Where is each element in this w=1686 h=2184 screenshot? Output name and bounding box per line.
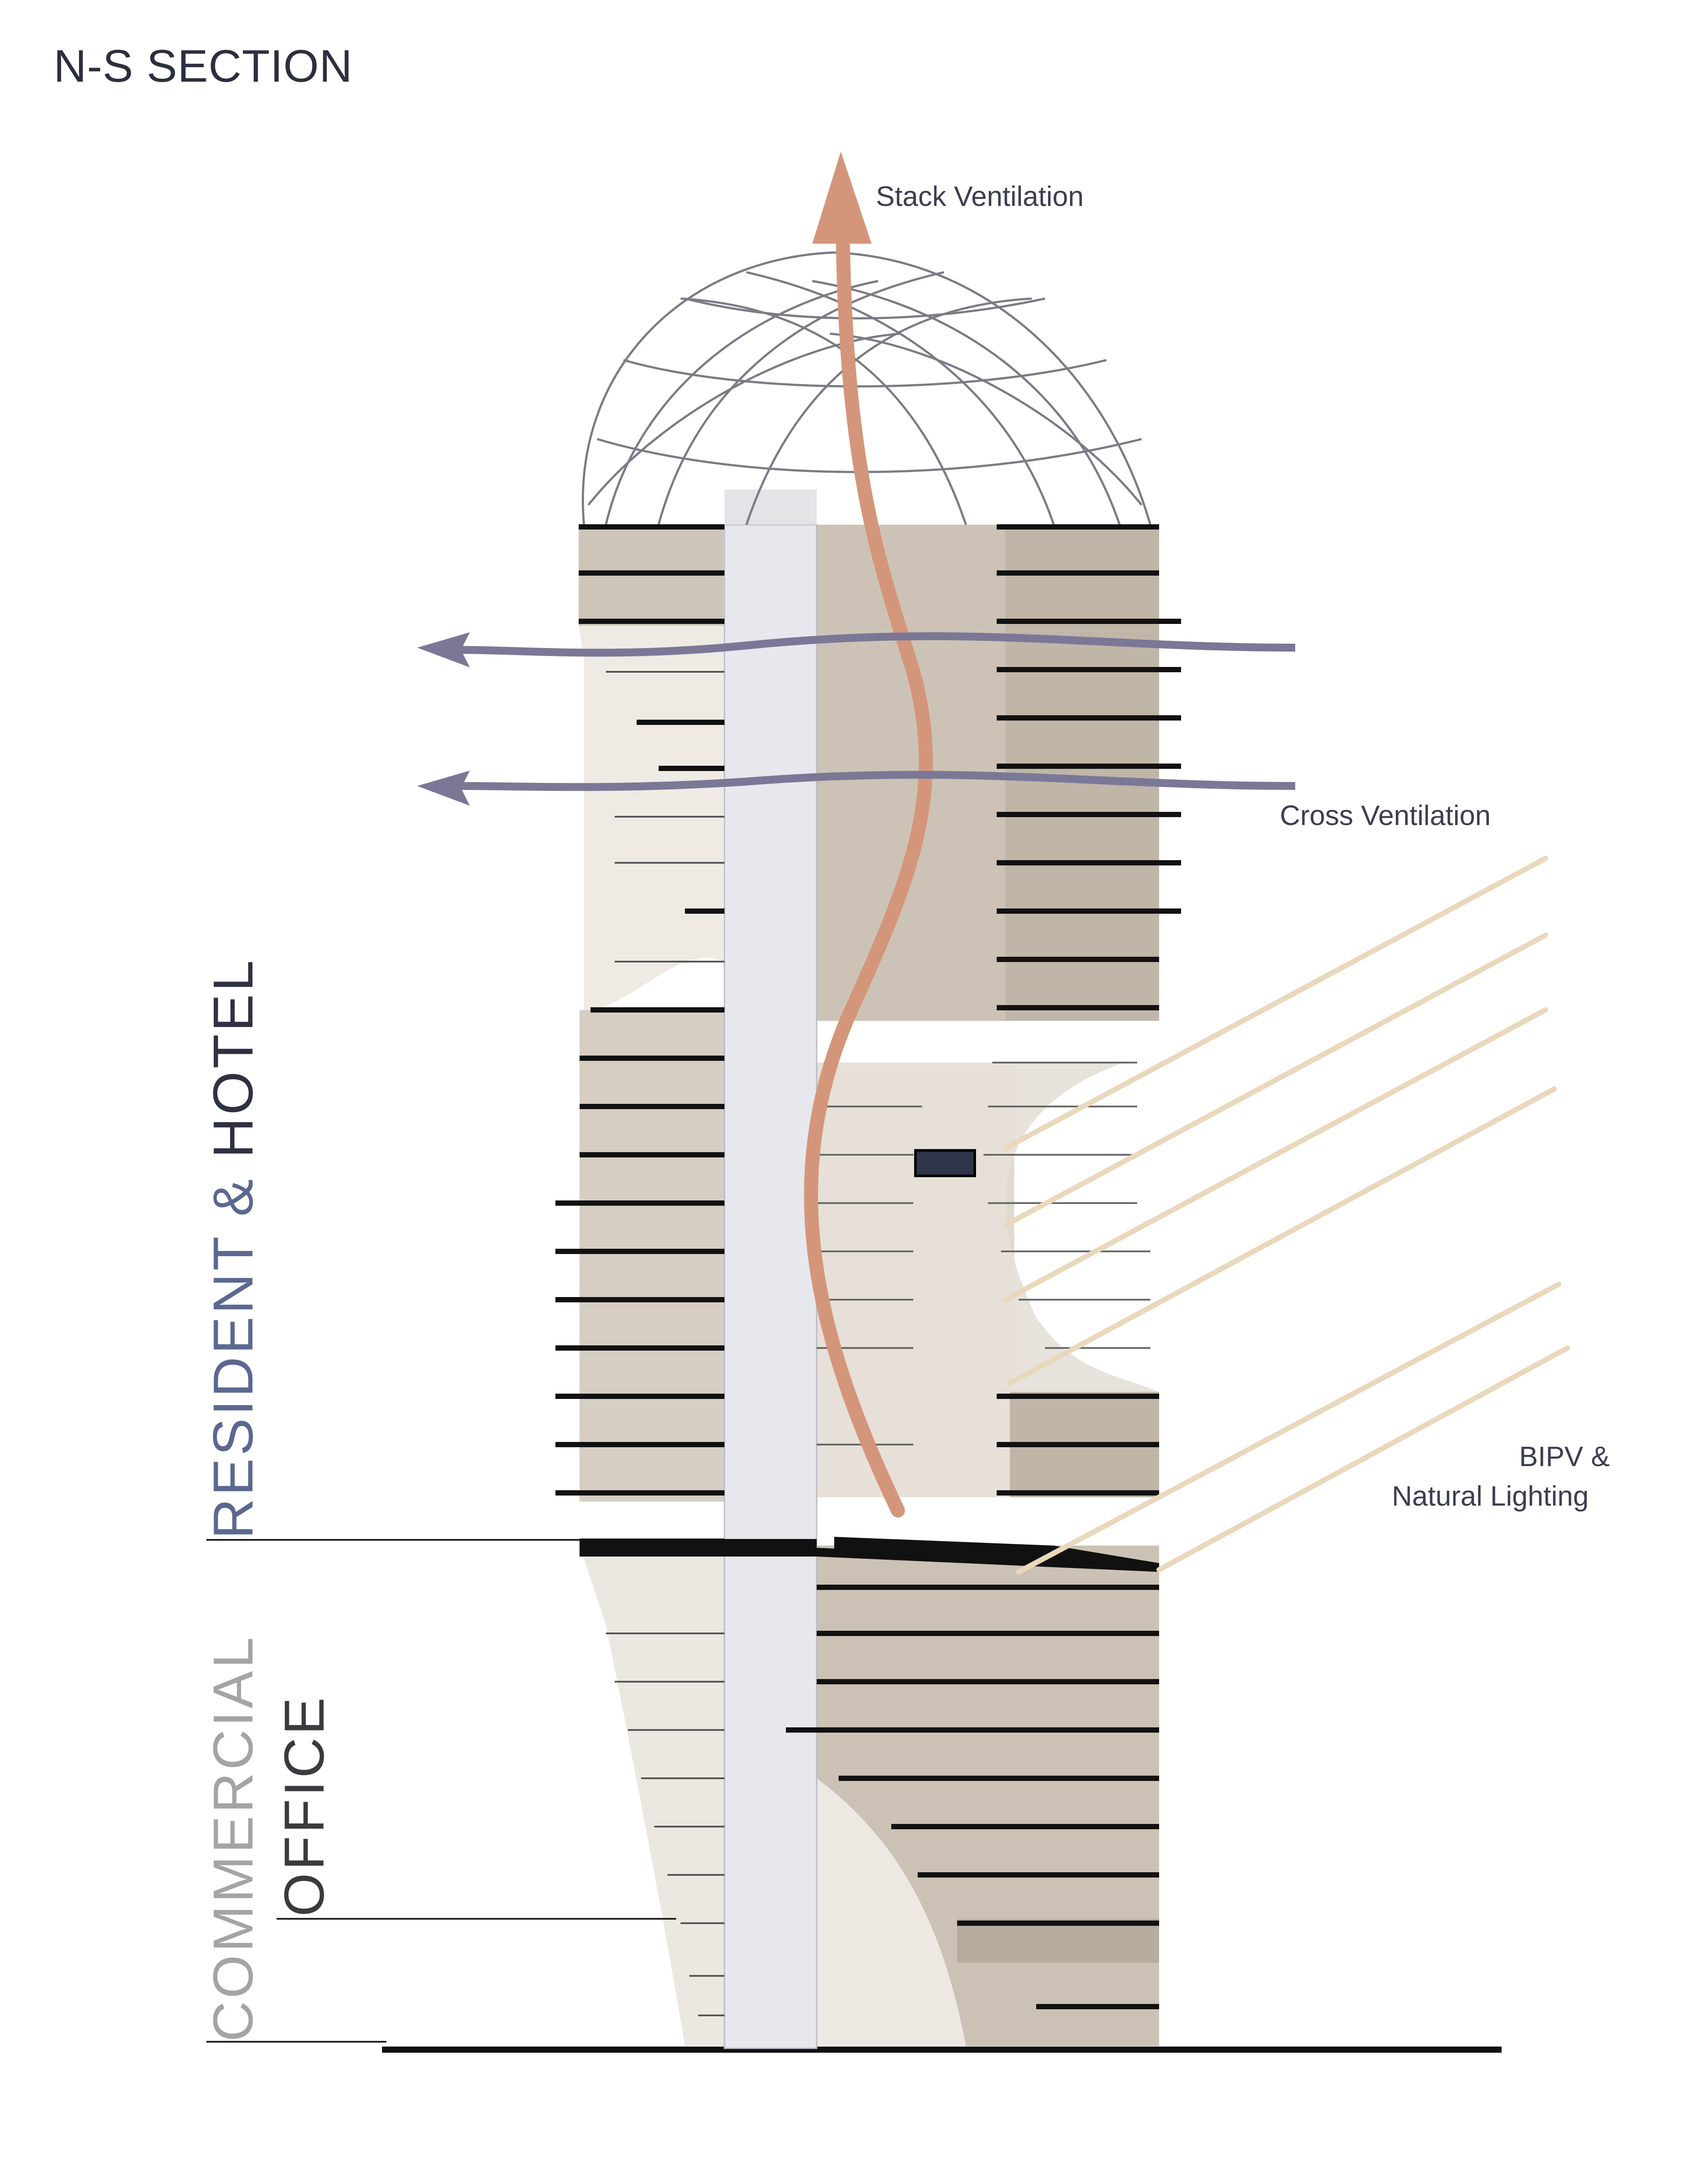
zone-label-resident: RESIDENT &	[202, 1176, 265, 1539]
bipv-label-line1: BIPV &	[1519, 1441, 1610, 1472]
sun-rays	[1003, 856, 1570, 1575]
core-cap	[724, 490, 817, 525]
transfer-wedge	[834, 1537, 1159, 1563]
middle-tower-block	[580, 1010, 1159, 1502]
transfer-slab	[580, 1539, 1159, 1572]
cross-ventilation-arrowhead-upper	[417, 632, 470, 667]
lower-tower-block	[580, 1546, 1159, 2046]
floor-slabs-right	[786, 524, 1181, 2009]
page-title: N-S SECTION	[54, 41, 353, 92]
vertical-core	[724, 524, 818, 2049]
zone-label-office: OFFICE	[273, 1694, 336, 1917]
zone-label-resident-hotel: RESIDENT & HOTEL	[201, 958, 266, 1539]
cross-ventilation-arrow-upper	[456, 632, 1296, 657]
floor-slabs-left	[555, 524, 724, 1544]
floor-slabs-left-thin	[606, 671, 724, 2016]
cross-ventilation-arrow-lower	[456, 771, 1296, 791]
cross-ventilation-label: Cross Ventilation	[1280, 800, 1491, 831]
stack-ventilation-arrowhead	[812, 151, 872, 244]
bipv-label-line2: Natural Lighting	[1392, 1480, 1589, 1512]
stack-ventilation-arrow	[804, 239, 933, 1517]
zone-label-commercial: COMMERCIAL	[202, 1634, 265, 2042]
zone-label-hotel: HOTEL	[202, 957, 265, 1158]
stack-ventilation-label: Stack Ventilation	[876, 180, 1084, 212]
cross-ventilation-arrowhead-lower	[417, 771, 470, 806]
